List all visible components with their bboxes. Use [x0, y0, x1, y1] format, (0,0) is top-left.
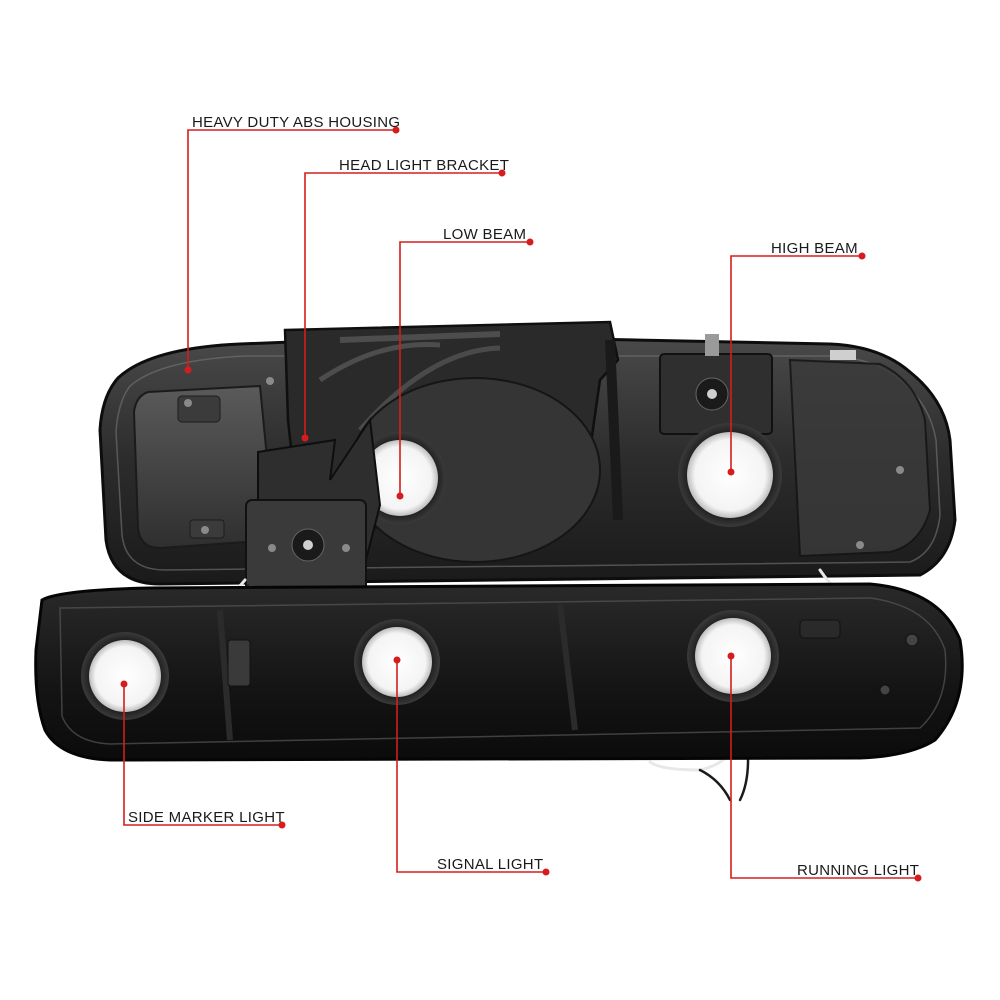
callout-side-marker: SIDE MARKER LIGHT [120, 680, 286, 829]
callout-dot [542, 868, 550, 876]
bracket-rib [339, 331, 501, 343]
adjuster-post [705, 334, 719, 356]
housing-rib [557, 603, 578, 731]
callout-signal: SIGNAL LIGHT [393, 656, 550, 876]
callout-housing: HEAVY DUTY ABS HOUSING [184, 114, 400, 374]
adjuster-screw-icon [707, 389, 717, 399]
leader-line [187, 129, 396, 370]
housing-rib [217, 609, 233, 741]
callout-label-high-beam: HIGH BEAM [771, 240, 858, 257]
bracket-rib [318, 341, 441, 383]
anchor-dot [120, 680, 128, 688]
anchor-dot [393, 656, 401, 664]
connector-block [799, 619, 841, 639]
callout-dot [858, 252, 866, 260]
callout-low-beam: LOW BEAM [396, 226, 534, 500]
anchor-dot [727, 468, 735, 476]
bumper-lamp-rim [59, 597, 947, 745]
housing-inner-panel [132, 384, 277, 550]
leader-line [304, 172, 502, 438]
bumper-lamp-assembly [34, 582, 964, 762]
callout-running: RUNNING LIGHT [727, 652, 922, 882]
anchor-dot [301, 434, 309, 442]
callout-dot [392, 126, 400, 134]
anchor-dot [184, 366, 192, 374]
callout-dot [498, 169, 506, 177]
callout-dot [278, 821, 286, 829]
callout-label-running: RUNNING LIGHT [797, 862, 919, 879]
housing-clip [830, 350, 856, 360]
screw-icon [268, 544, 276, 552]
screw-icon [896, 466, 904, 474]
headlight-assembly [98, 320, 957, 601]
screw-icon [905, 633, 919, 647]
anchor-dot [396, 492, 404, 500]
panel-tab [177, 395, 221, 423]
callout-high-beam: HIGH BEAM [727, 240, 866, 476]
anchor-dot [727, 652, 735, 660]
connector-block [227, 639, 251, 687]
callout-label-signal: SIGNAL LIGHT [437, 856, 543, 873]
bumper-lamp-housing [34, 582, 964, 762]
side-marker-bulb [89, 640, 161, 712]
leader-line [730, 656, 918, 879]
screw-icon [266, 377, 274, 385]
screw-icon [201, 526, 209, 534]
leader-line [730, 255, 862, 472]
callout-dot [914, 874, 922, 882]
leader-line [396, 660, 546, 873]
screw-icon [184, 399, 192, 407]
housing-right-panel [788, 358, 932, 558]
callout-dot [526, 238, 534, 246]
callout-label-housing: HEAVY DUTY ABS HOUSING [192, 114, 400, 131]
leader-line [123, 684, 282, 826]
callout-label-bracket: HEAD LIGHT BRACKET [339, 157, 509, 174]
screw-icon [879, 684, 891, 696]
bracket-rib [605, 339, 623, 521]
callout-label-low-beam: LOW BEAM [443, 226, 526, 243]
screw-icon [856, 541, 864, 549]
callout-bracket: HEAD LIGHT BRACKET [301, 157, 509, 442]
leader-line [399, 241, 530, 496]
callout-label-side-marker: SIDE MARKER LIGHT [128, 809, 285, 826]
screw-icon [342, 544, 350, 552]
housing-rim [115, 355, 941, 571]
adjuster-screw-icon [303, 540, 313, 550]
